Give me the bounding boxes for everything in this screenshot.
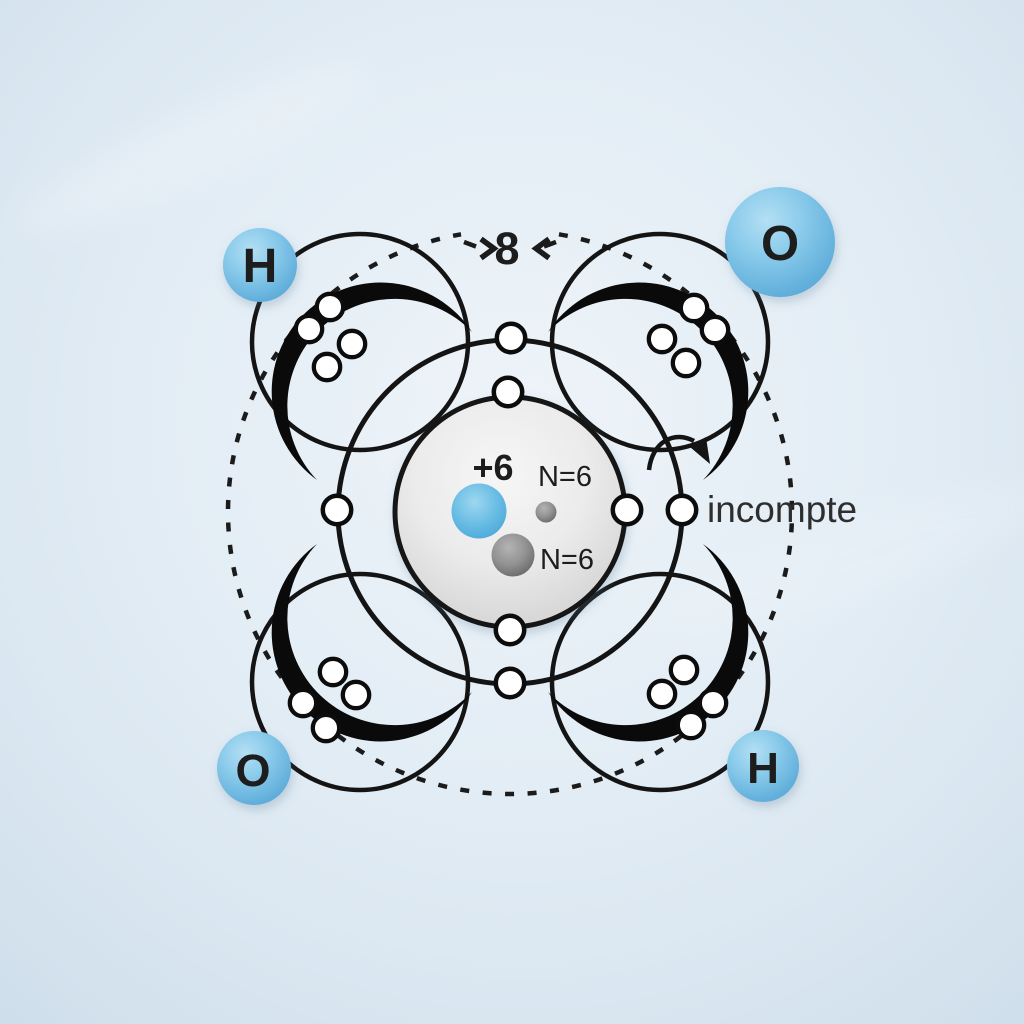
background-streak <box>649 484 1024 636</box>
electron <box>697 687 729 719</box>
atom-symbol: H <box>243 240 278 293</box>
electron <box>491 375 525 409</box>
electron <box>494 321 528 355</box>
electron <box>678 292 710 324</box>
electron <box>336 328 368 360</box>
neutron-count-label-bottom: N=6 <box>540 544 594 576</box>
electron <box>293 313 325 345</box>
octet-arrowhead-right-icon <box>531 236 551 261</box>
neutron-ball-small <box>535 501 557 523</box>
nucleus-circle <box>392 394 628 630</box>
electron <box>668 654 700 686</box>
bond-electrons-bottom-left <box>287 656 372 744</box>
neutron-ball-large <box>491 533 535 577</box>
background-streak <box>15 66 365 234</box>
electron <box>670 347 702 379</box>
atom-symbol: O <box>761 217 799 271</box>
octet-arrowhead-left-icon <box>479 236 499 261</box>
electron <box>675 709 707 741</box>
electron <box>311 351 343 383</box>
electron <box>610 493 644 527</box>
nucleus-charge-label: +6 <box>472 447 513 488</box>
atom-ball <box>727 730 799 802</box>
atom-ball <box>223 228 297 302</box>
atom-symbol: O <box>235 745 270 796</box>
octet-count-label: 8 <box>494 223 519 274</box>
inner-shell-electrons <box>491 375 644 647</box>
octet-arrow-dash-left <box>463 239 477 249</box>
electron <box>699 314 731 346</box>
octet-arrow-dash-right <box>543 239 557 249</box>
electron <box>317 656 349 688</box>
electron <box>665 493 699 527</box>
atom-hydrogen-top-left: H <box>223 228 297 302</box>
octet-dashed-circle <box>225 232 795 797</box>
annotation-arrow-curve <box>646 434 696 471</box>
electron <box>493 666 527 700</box>
neutron-count-label-top: N=6 <box>538 461 592 493</box>
outer-shell-electrons <box>320 321 699 700</box>
electron <box>314 291 346 323</box>
electron <box>493 613 527 647</box>
atom-ball <box>725 187 835 297</box>
bond-electrons-bottom-right <box>646 654 729 741</box>
electron <box>646 678 678 710</box>
electron <box>287 687 319 719</box>
atom-ball <box>217 731 291 805</box>
atom-symbol: H <box>747 744 779 793</box>
atom-oxygen-bottom-left: O <box>217 731 291 805</box>
electron <box>340 679 372 711</box>
bond-electrons-top-right <box>646 292 731 379</box>
proton-ball <box>451 483 507 539</box>
annotation-arrowhead-icon <box>690 437 710 464</box>
atom-oxygen-top-right: O <box>725 187 835 297</box>
incomplete-shell-annotation: incompte <box>707 489 857 530</box>
electron <box>320 493 354 527</box>
atom-hydrogen-bottom-right: H <box>727 730 799 802</box>
bond-electrons-top-left <box>293 291 368 383</box>
electron <box>310 712 342 744</box>
electron <box>646 323 678 355</box>
